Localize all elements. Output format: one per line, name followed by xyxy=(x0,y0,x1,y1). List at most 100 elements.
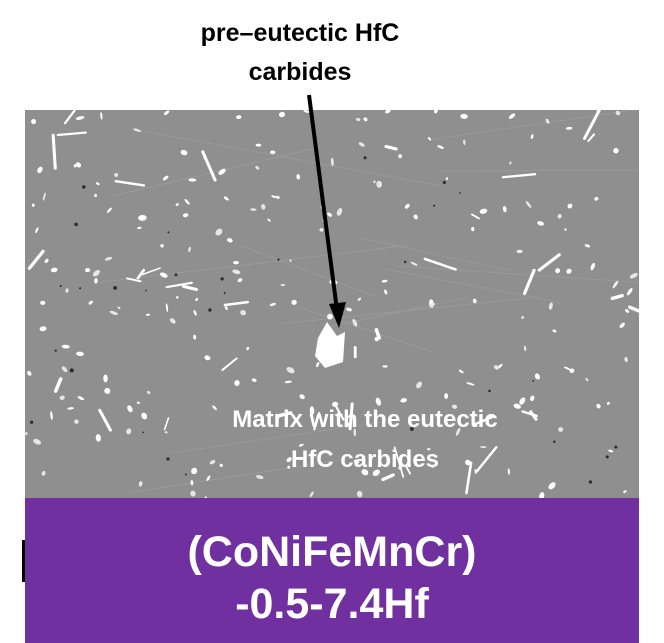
carbide-particle xyxy=(61,366,68,373)
banner-edge-mark xyxy=(22,540,25,582)
eutectic-carbide xyxy=(475,446,498,473)
carbide-particle xyxy=(212,405,217,411)
carbide-particle xyxy=(363,117,368,122)
carbide-particle xyxy=(629,272,638,279)
carbide-particle xyxy=(523,345,527,352)
carbide-particle xyxy=(162,175,169,181)
carbide-particle xyxy=(88,300,93,305)
carbide-particle xyxy=(287,465,291,469)
eutectic-carbide xyxy=(470,213,480,220)
carbide-particle xyxy=(427,137,432,141)
eutectic-carbide xyxy=(53,377,63,393)
carbide-particle xyxy=(303,110,310,113)
carbide-particle xyxy=(280,284,286,287)
carbide-particle xyxy=(188,178,197,182)
alloy-title-line2: -0.5-7.4Hf xyxy=(235,580,429,628)
eutectic-carbide xyxy=(126,277,142,283)
carbide-particle xyxy=(355,117,361,122)
carbide-particle xyxy=(567,203,573,209)
eutectic-carbide xyxy=(136,268,146,280)
carbide-particle xyxy=(516,249,523,254)
pointer-arrow-shaft xyxy=(307,94,339,311)
carbide-particle xyxy=(133,128,142,132)
carbide-particle xyxy=(92,269,100,277)
carbide-particle xyxy=(400,398,407,403)
carbide-particle xyxy=(59,395,65,400)
carbide-particle xyxy=(613,147,619,154)
pore xyxy=(166,457,170,461)
pore xyxy=(223,292,226,294)
carbide-particle xyxy=(193,310,197,316)
sem-micrograph: Matrix with the eutectic HfC carbides xyxy=(25,110,639,498)
carbide-particle xyxy=(373,180,376,184)
eutectic-carbide xyxy=(522,268,536,295)
carbide-particle xyxy=(385,110,391,114)
carbide-particle xyxy=(410,261,418,266)
carbide-particle xyxy=(138,481,143,487)
carbide-particle xyxy=(507,468,510,475)
eutectic-carbide xyxy=(313,411,321,431)
carbide-particle xyxy=(75,116,85,120)
pore xyxy=(403,260,407,264)
carbide-particle xyxy=(233,260,239,265)
carbide-particle xyxy=(372,469,380,477)
carbide-particle xyxy=(137,226,142,230)
carbide-particle xyxy=(564,228,567,231)
carbide-particle xyxy=(204,496,207,498)
micrograph-texture xyxy=(25,110,639,498)
eutectic-carbide xyxy=(374,328,381,340)
carbide-particle xyxy=(346,422,350,428)
eutectic-carbide xyxy=(465,461,473,495)
pore xyxy=(363,156,367,160)
carbide-particle xyxy=(126,428,132,435)
eutectic-carbide xyxy=(348,402,354,431)
carbide-particle xyxy=(548,482,556,490)
carbide-particle xyxy=(195,297,199,301)
carbide-particle xyxy=(256,475,264,480)
carbide-particle xyxy=(127,405,133,413)
carbide-particle xyxy=(451,404,458,409)
pore xyxy=(459,192,461,194)
carbide-particle xyxy=(426,447,431,451)
carbide-particle xyxy=(234,380,240,386)
carbide-particle xyxy=(431,465,435,468)
carbide-particle xyxy=(163,110,170,116)
carbide-particle xyxy=(237,278,243,283)
carbide-particle xyxy=(37,166,43,174)
pore xyxy=(488,389,491,393)
carbide-particle xyxy=(209,459,216,465)
carbide-particle xyxy=(250,208,257,211)
carbide-particle xyxy=(346,307,352,312)
carbide-particle xyxy=(625,309,629,313)
eutectic-carbide xyxy=(537,253,561,272)
carbide-particle xyxy=(539,492,545,498)
carbide-particle xyxy=(27,370,32,376)
carbide-particle xyxy=(357,297,361,301)
pore xyxy=(433,204,436,207)
carbide-particle xyxy=(376,180,383,188)
carbide-particle xyxy=(584,244,591,248)
eutectic-carbide xyxy=(141,267,161,276)
carbide-particle xyxy=(42,192,46,201)
pre-eutectic-label-line1: pre–eutectic HfC xyxy=(200,19,400,47)
carbide-particle xyxy=(164,431,168,434)
alloy-title-line1: (CoNiFeMnCr) xyxy=(187,528,477,576)
carbide-particle xyxy=(117,306,121,310)
carbide-particle xyxy=(534,373,540,380)
carbide-particle xyxy=(104,387,111,394)
eutectic-carbide xyxy=(63,110,76,125)
carbide-particle xyxy=(67,407,74,410)
carbide-particle xyxy=(84,267,91,273)
carbide-particle xyxy=(413,214,418,220)
carbide-particle xyxy=(319,227,324,232)
pore xyxy=(167,231,170,234)
carbide-particle xyxy=(109,310,119,316)
carbide-particle xyxy=(327,313,333,320)
carbide-particle xyxy=(50,411,53,420)
carbide-particle xyxy=(76,351,84,357)
carbide-particle xyxy=(94,277,98,284)
eutectic-carbide xyxy=(587,133,596,143)
pre-eutectic-label: pre–eutectic HfC carbides xyxy=(140,14,460,92)
carbide-particle xyxy=(315,361,320,368)
carbide-particle xyxy=(278,111,285,118)
